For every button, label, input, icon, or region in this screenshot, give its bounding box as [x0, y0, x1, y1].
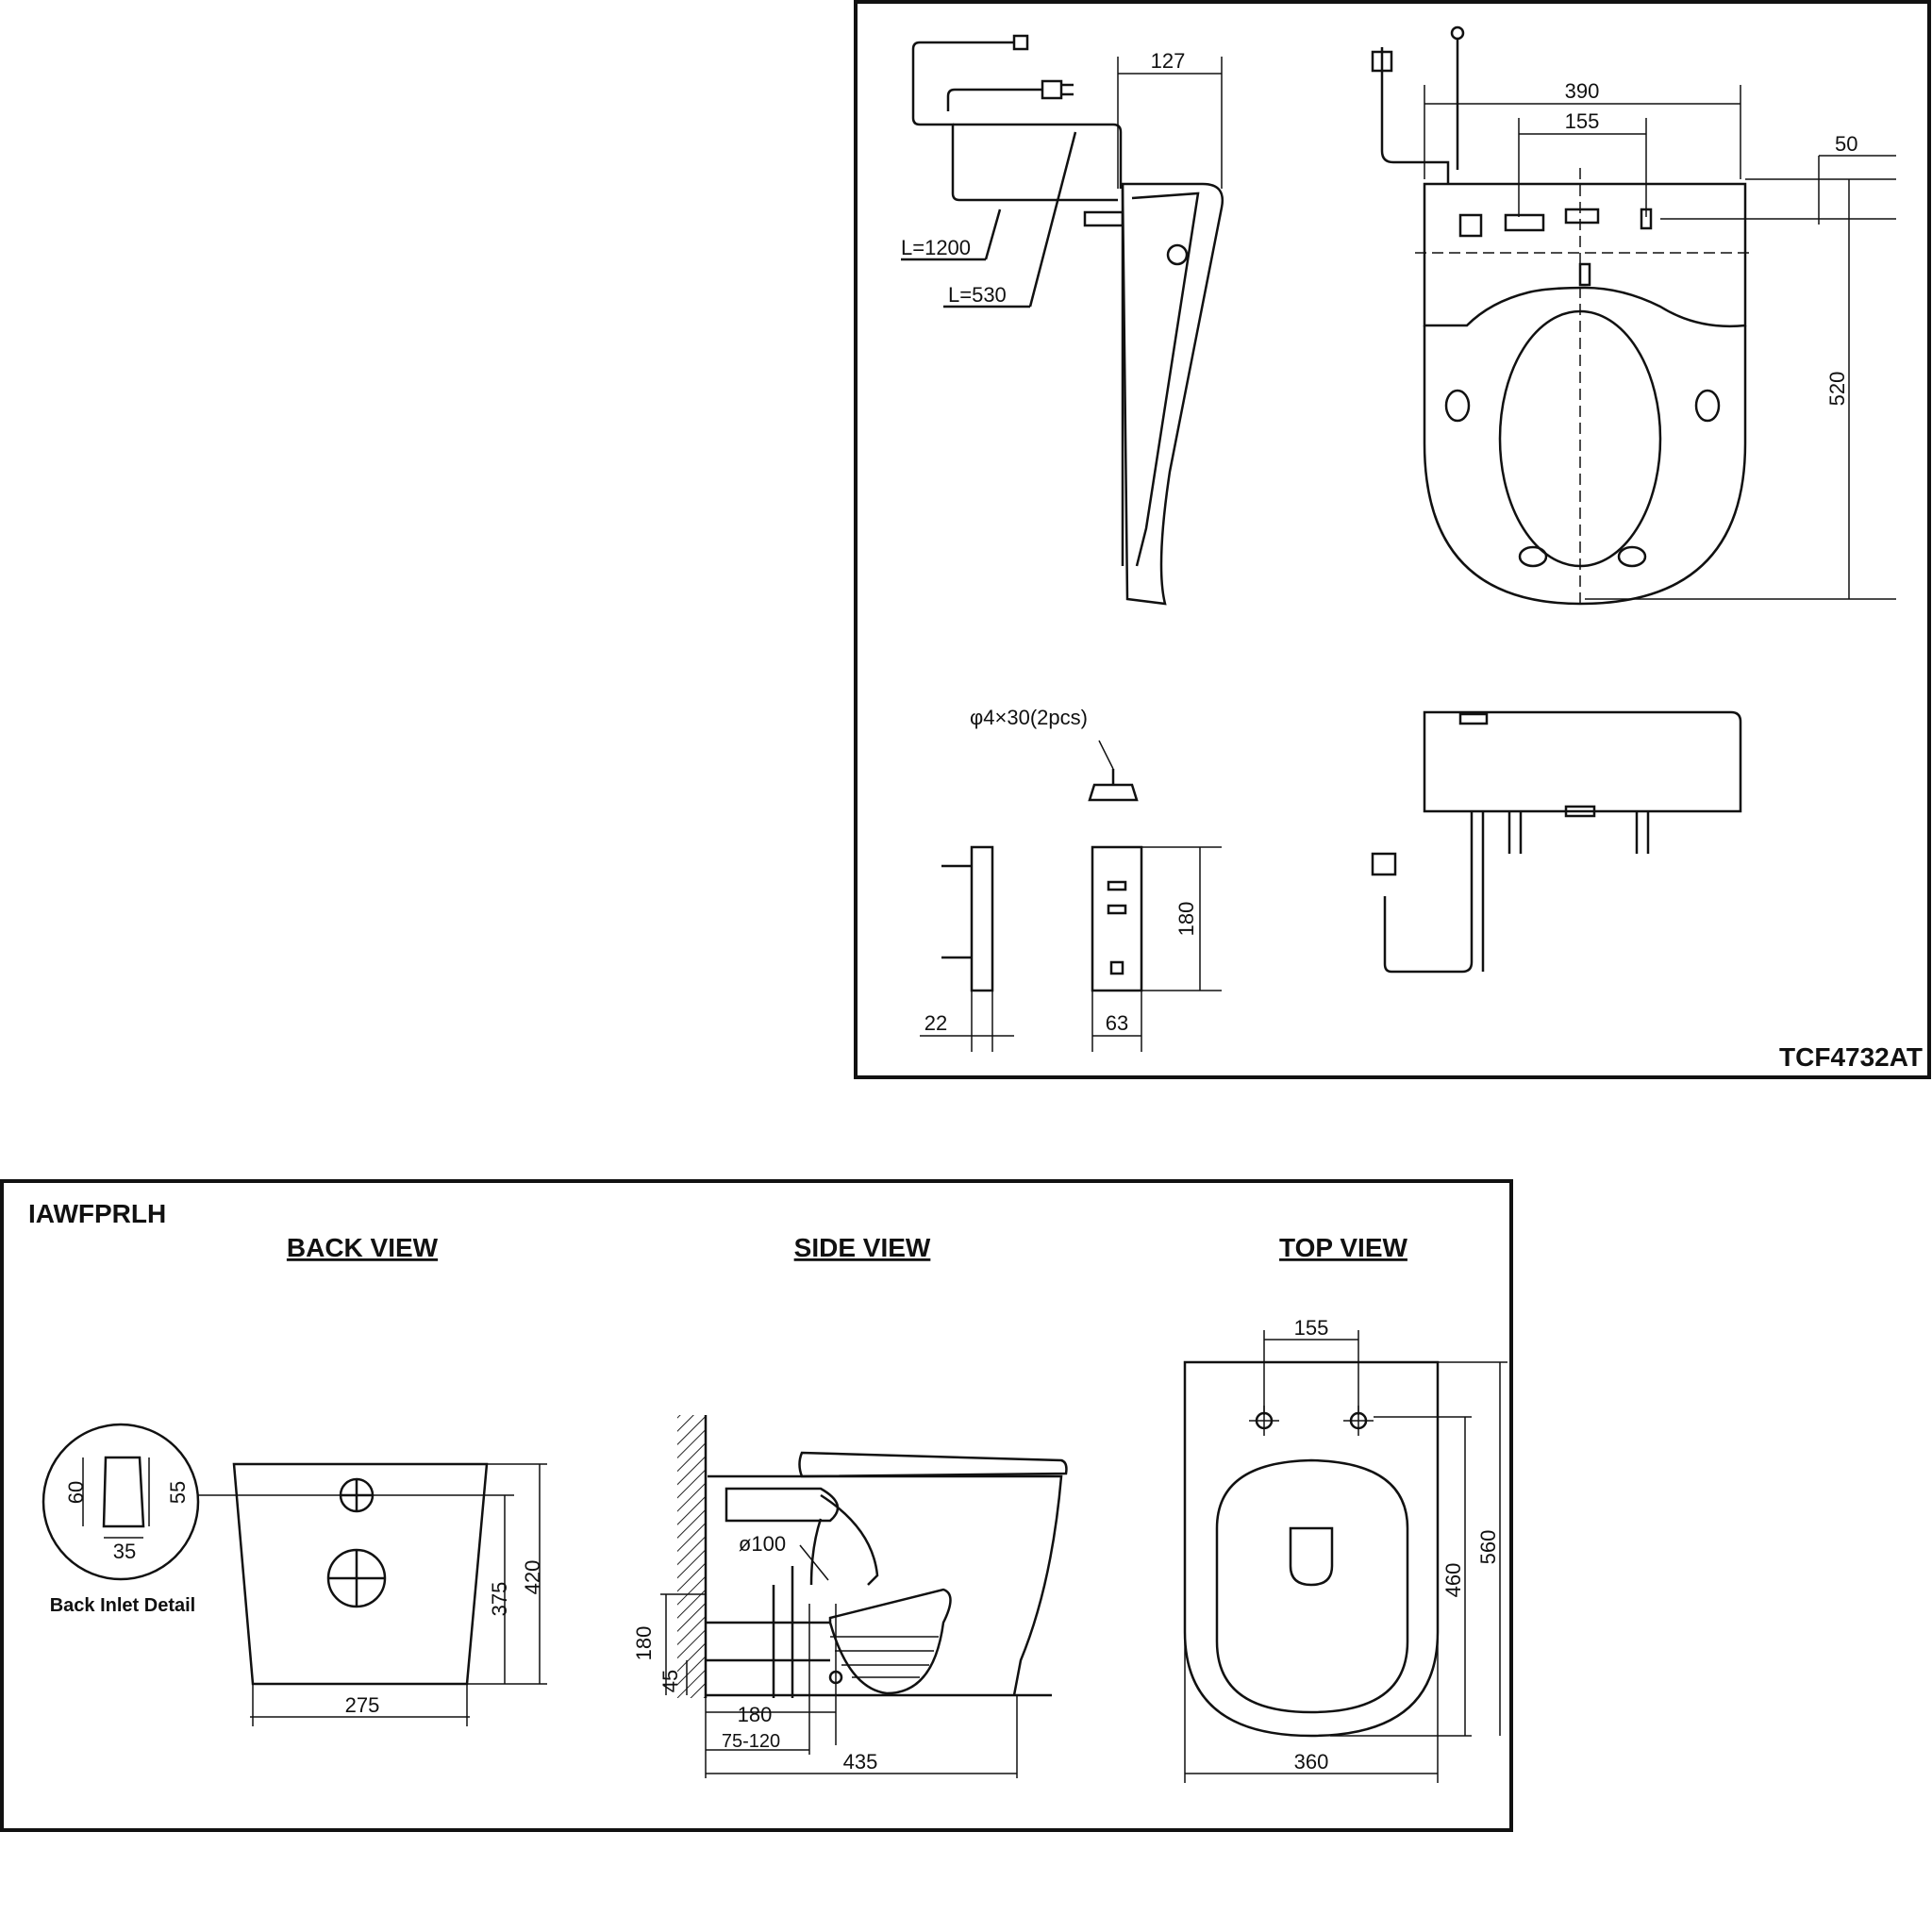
dim-460: 460	[1441, 1563, 1465, 1598]
dim-55: 55	[166, 1481, 190, 1504]
top-view-title: TOP VIEW	[1279, 1233, 1407, 1262]
tcf-frame	[854, 0, 1931, 1079]
dim-420: 420	[521, 1560, 544, 1595]
dim-520: 520	[1825, 372, 1849, 407]
top-view-seat	[1215, 1458, 1409, 1714]
dim-390: 390	[1565, 79, 1600, 103]
elevation-cord	[1383, 811, 1474, 974]
iaw-panel: IAWFPRLH BACK VIEW SIDE VIEW TOP VIEW 60…	[0, 1179, 1513, 1832]
tcf-model-label: TCF4732AT	[1779, 1042, 1923, 1072]
wall-hatch	[677, 1415, 706, 1698]
dim-60: 60	[64, 1481, 88, 1504]
plug-top	[1371, 50, 1393, 73]
dim-127: 127	[1151, 49, 1186, 73]
tcf-side-view	[901, 34, 1224, 606]
dim-360: 360	[1294, 1750, 1329, 1774]
back-view-title: BACK VIEW	[287, 1233, 439, 1262]
bracket-front	[1091, 845, 1143, 992]
cord-530	[946, 88, 1042, 111]
seat-lid	[798, 1451, 1068, 1478]
screw-base	[1088, 783, 1139, 802]
side-view-title: SIDE VIEW	[794, 1233, 931, 1262]
elevation-body	[1423, 710, 1742, 813]
dim-180-bracket: 180	[1174, 902, 1198, 937]
flush-inlet	[724, 1487, 840, 1523]
dim-d100: ø100	[739, 1532, 786, 1556]
dim-560: 560	[1476, 1530, 1500, 1565]
dim-l1200: L=1200	[901, 236, 971, 259]
dim-275: 275	[345, 1693, 380, 1717]
iaw-model-label: IAWFPRLH	[28, 1199, 166, 1228]
cord-1200	[911, 41, 1118, 202]
dim-22: 22	[924, 1011, 947, 1035]
dim-screw: φ4×30(2pcs)	[970, 706, 1088, 729]
seat-rim	[1423, 325, 1747, 606]
seat-side-body	[1121, 182, 1224, 606]
water-inlet	[1083, 210, 1124, 227]
elevation-plug	[1371, 852, 1397, 876]
iaw-frame	[0, 1179, 1513, 1832]
back-inlet-detail-label: Back Inlet Detail	[50, 1595, 196, 1616]
dim-180-horizontal: 180	[738, 1703, 773, 1726]
back-inlet-detail	[42, 1423, 340, 1581]
back-view	[232, 1462, 547, 1726]
dim-35: 35	[113, 1540, 136, 1563]
seat-housing	[1423, 182, 1747, 328]
dim-l530: L=530	[948, 283, 1007, 307]
tcf-front-elevation	[1371, 710, 1742, 974]
tcf-panel: TCF4732AT	[854, 0, 1931, 1079]
dim-50: 50	[1835, 132, 1857, 156]
dim-435: 435	[843, 1750, 878, 1774]
tcf-top-view	[1371, 25, 1896, 608]
plug-530	[1041, 79, 1063, 100]
inlet-shape	[102, 1456, 145, 1528]
dim-63: 63	[1106, 1011, 1128, 1035]
dim-75-120: 75-120	[722, 1731, 780, 1752]
tcf-hardware	[920, 740, 1222, 1052]
bracket-side	[970, 845, 994, 992]
dim-45: 45	[658, 1670, 682, 1692]
top-view	[1183, 1330, 1507, 1783]
top-view-spout	[1289, 1526, 1334, 1587]
cord-end-1200	[1012, 34, 1029, 51]
dim-155-tcf: 155	[1565, 109, 1600, 133]
top-view-body	[1183, 1360, 1440, 1738]
back-view-body	[232, 1462, 489, 1686]
side-view	[660, 1415, 1068, 1778]
bowl-front	[800, 1474, 1063, 1696]
dim-180-vertical: 180	[632, 1626, 656, 1661]
trap-bowl	[828, 1588, 952, 1695]
dim-155-top: 155	[1294, 1316, 1329, 1340]
dim-375: 375	[488, 1582, 511, 1617]
